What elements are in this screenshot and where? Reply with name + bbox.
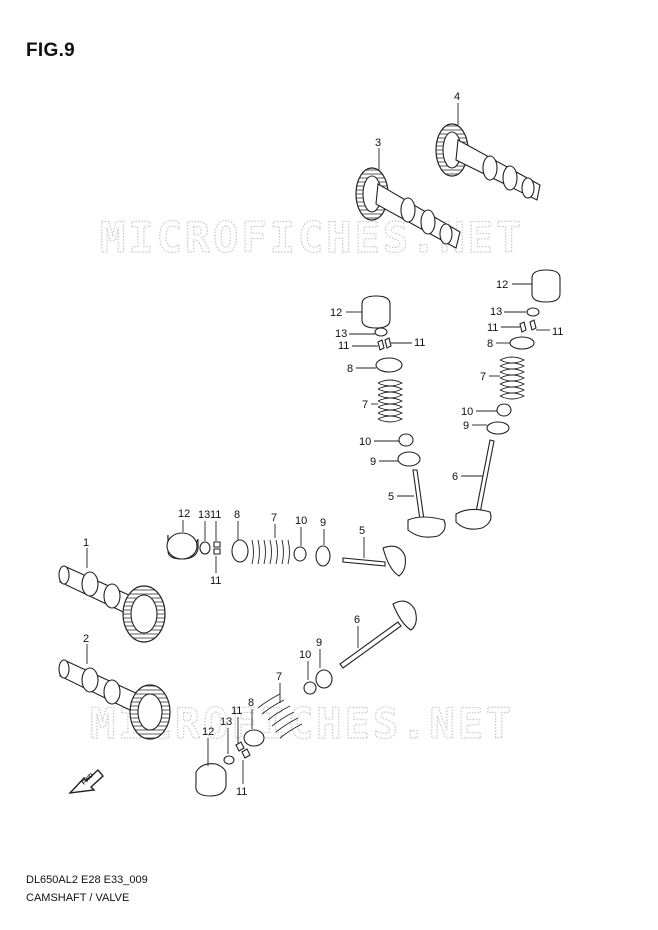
callout-seal-d: 10 bbox=[299, 649, 311, 661]
callout-retainer-d: 8 bbox=[248, 697, 254, 709]
callout-valve-d: 6 bbox=[354, 614, 360, 626]
callout-seat-d: 9 bbox=[316, 637, 322, 649]
callout-cotter-d1: 11 bbox=[231, 705, 242, 717]
callout-spring-a: 7 bbox=[362, 399, 368, 411]
camshaft-1 bbox=[58, 565, 166, 643]
callout-cotter-a1: 11 bbox=[338, 340, 349, 352]
callout-retainer-c: 8 bbox=[234, 509, 240, 521]
valve-stack-horizontal bbox=[166, 532, 406, 577]
callout-tappet-a: 12 bbox=[330, 307, 342, 319]
callout-spring-c: 7 bbox=[271, 512, 277, 524]
callout-shim-d: 13 bbox=[220, 716, 232, 728]
callout-retainer-b: 8 bbox=[487, 338, 493, 350]
callout-cotter-b2: 11 bbox=[552, 326, 563, 338]
callout-seat-c: 9 bbox=[320, 517, 326, 529]
valve-stack-upper-right bbox=[455, 269, 561, 530]
callout-camshaft-2: 2 bbox=[83, 633, 89, 645]
callout-cotter-a2: 11 bbox=[414, 337, 425, 349]
camshaft-4 bbox=[435, 123, 541, 201]
figure-title: FIG.9 bbox=[26, 40, 76, 61]
callout-seal-a: 10 bbox=[359, 436, 371, 448]
callout-camshaft-4: 4 bbox=[454, 91, 460, 103]
callout-shim-b: 13 bbox=[490, 306, 502, 318]
callout-cotter-c1: 11 bbox=[210, 509, 221, 521]
watermark-top: MICROFICHES.NET bbox=[100, 213, 524, 262]
callout-spring-b: 7 bbox=[480, 371, 486, 383]
diagram-caption: CAMSHAFT / VALVE bbox=[26, 892, 130, 904]
callout-cotter-c2: 11 bbox=[210, 575, 221, 587]
callout-spring-d: 7 bbox=[276, 671, 282, 683]
callout-tappet-b: 12 bbox=[496, 279, 508, 291]
camshaft-3 bbox=[355, 167, 461, 249]
callout-cotter-b1: 11 bbox=[487, 322, 498, 334]
callout-camshaft-1: 1 bbox=[83, 537, 89, 549]
callout-tappet-c: 12 bbox=[178, 508, 190, 520]
callout-seal-b: 10 bbox=[461, 406, 473, 418]
callout-seat-a: 9 bbox=[370, 456, 376, 468]
callout-valve-b: 6 bbox=[452, 471, 458, 483]
callout-shim-c: 13 bbox=[198, 509, 210, 521]
callout-seat-b: 9 bbox=[463, 420, 469, 432]
valve-stack-upper-middle bbox=[361, 295, 446, 538]
callout-valve-c: 5 bbox=[359, 525, 365, 537]
callout-cotter-d2: 11 bbox=[236, 786, 247, 798]
model-code: DL650AL2 E28 E33_009 bbox=[26, 874, 148, 886]
callout-tappet-d: 12 bbox=[202, 726, 214, 738]
callout-seal-c: 10 bbox=[295, 515, 307, 527]
callout-valve-a: 5 bbox=[388, 491, 394, 503]
callout-retainer-a: 8 bbox=[347, 363, 353, 375]
camshaft-2 bbox=[58, 659, 171, 740]
fwd-arrow-icon: FWD bbox=[68, 768, 104, 794]
valve-stack-lower bbox=[195, 600, 417, 797]
callout-shim-a: 13 bbox=[335, 328, 347, 340]
callout-camshaft-3: 3 bbox=[375, 137, 381, 149]
